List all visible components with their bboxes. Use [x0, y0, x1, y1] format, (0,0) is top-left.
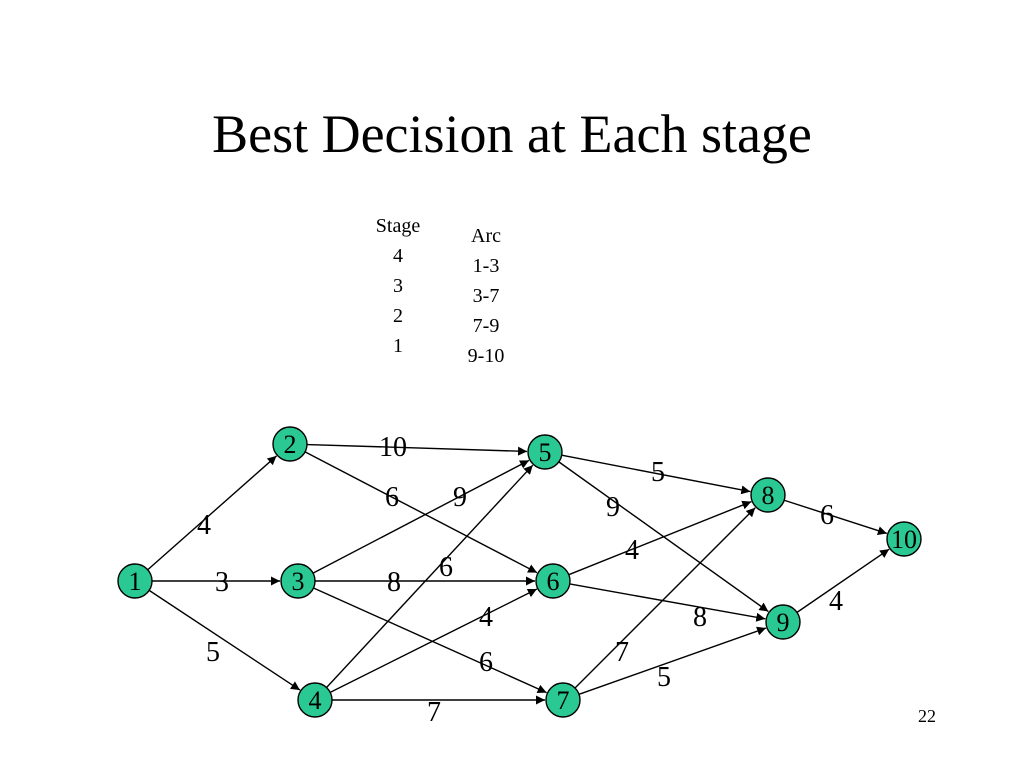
node-label: 5	[539, 438, 552, 467]
edge-6-9	[569, 583, 766, 622]
node-8: 8	[750, 477, 786, 513]
edge-1-4	[148, 589, 301, 691]
stage-value: 3	[393, 275, 403, 297]
edge-weight-3-6: 8	[387, 567, 401, 598]
node-10: 10	[886, 521, 922, 557]
node-5: 5	[527, 434, 563, 470]
edge-7-8	[574, 507, 756, 689]
node-label: 7	[557, 686, 570, 715]
edge-5-8	[561, 454, 751, 495]
edge-weight-6-8: 4	[625, 535, 639, 566]
stage-value: 1	[393, 335, 403, 357]
node-9: 9	[765, 604, 801, 640]
node-circle	[117, 563, 153, 599]
edge-weight-1-2: 4	[197, 510, 211, 541]
edge-8-10	[783, 499, 888, 535]
node-circle	[545, 682, 581, 718]
node-label: 2	[284, 430, 297, 459]
node-6: 6	[535, 563, 571, 599]
edge-4-6	[329, 588, 538, 694]
edge-weight-2-6: 6	[385, 482, 399, 513]
node-circle	[886, 521, 922, 557]
node-2: 2	[272, 426, 308, 462]
edge-3-5	[312, 459, 530, 574]
node-label: 9	[777, 608, 790, 637]
node-circle	[280, 563, 316, 599]
node-3: 3	[280, 563, 316, 599]
node-7: 7	[545, 682, 581, 718]
edge-weight-4-6: 4	[479, 602, 493, 633]
node-1: 1	[117, 563, 153, 599]
arc-value: 3-7	[472, 285, 500, 307]
page-number: 22	[918, 706, 936, 726]
edge-weight-3-7: 6	[479, 647, 493, 678]
node-label: 4	[309, 686, 322, 715]
node-label: 8	[762, 481, 775, 510]
node-label: 1	[129, 567, 142, 596]
node-circle	[535, 563, 571, 599]
arc-value: 9-10	[467, 345, 505, 367]
arc-value: 7-9	[472, 315, 500, 337]
edge-1-2	[147, 455, 277, 571]
edge-weight-7-9: 5	[657, 662, 671, 693]
arc-column: Arc 1-3 3-7 7-9 9-10	[448, 221, 524, 371]
edge-weight-8-10: 6	[820, 500, 834, 531]
node-circle	[750, 477, 786, 513]
node-circle	[765, 604, 801, 640]
edge-2-6	[304, 451, 538, 574]
node-4: 4	[297, 682, 333, 718]
edge-4-5	[326, 464, 534, 689]
edge-weight-4-7: 7	[427, 697, 441, 728]
edge-weight-7-8: 7	[615, 637, 629, 668]
edge-weight-5-9: 9	[606, 492, 620, 523]
stage-value: 4	[393, 245, 403, 267]
edge-weight-2-5: 10	[379, 432, 407, 463]
edges-layer	[147, 443, 890, 705]
edge-2-5	[306, 443, 528, 456]
edge-6-8	[568, 500, 752, 576]
node-label: 6	[547, 567, 560, 596]
edge-9-10	[796, 548, 890, 613]
node-label: 3	[292, 567, 305, 596]
edge-weight-3-5: 9	[453, 482, 467, 513]
node-label: 10	[891, 525, 917, 554]
arc-header: Arc	[471, 225, 501, 247]
slide-title: Best Decision at Each stage	[212, 104, 812, 164]
edge-weight-6-9: 8	[693, 602, 707, 633]
edge-7-9	[578, 626, 767, 695]
arc-value: 1-3	[472, 255, 500, 277]
stage-column: Stage 4 3 2 1	[360, 211, 436, 361]
edge-weight-4-5: 6	[439, 552, 453, 583]
node-circle	[527, 434, 563, 470]
edge-weight-1-4: 5	[206, 637, 220, 668]
edge-weight-5-8: 5	[651, 457, 665, 488]
stage-header: Stage	[375, 215, 421, 237]
edge-weight-9-10: 4	[829, 586, 843, 617]
edge-3-7	[313, 587, 547, 694]
edge-weight-1-3: 3	[215, 567, 229, 598]
stage-value: 2	[393, 305, 403, 327]
node-circle	[272, 426, 308, 462]
node-circle	[297, 682, 333, 718]
